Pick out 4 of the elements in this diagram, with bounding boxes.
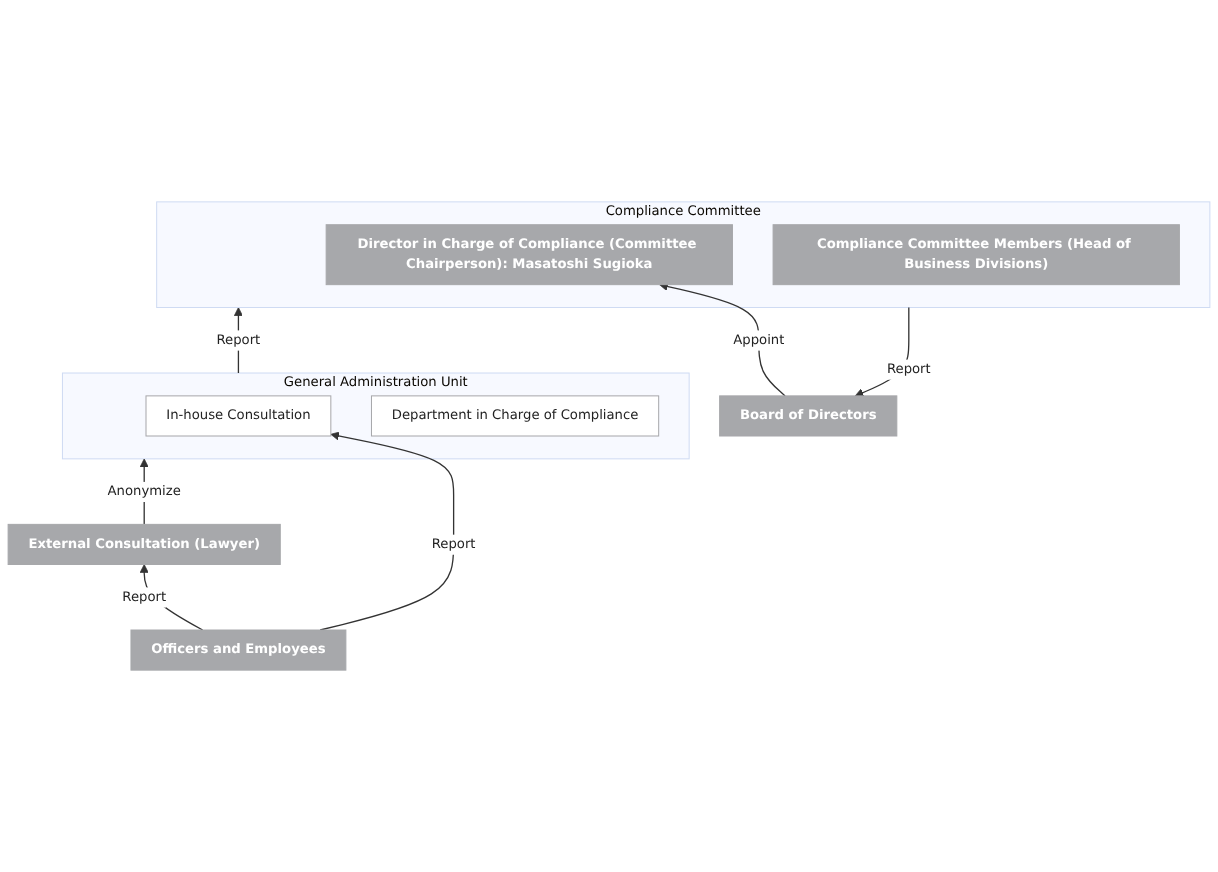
arrow <box>319 431 455 631</box>
arrow <box>233 307 243 374</box>
arrow <box>659 282 786 397</box>
arrow <box>854 306 910 397</box>
